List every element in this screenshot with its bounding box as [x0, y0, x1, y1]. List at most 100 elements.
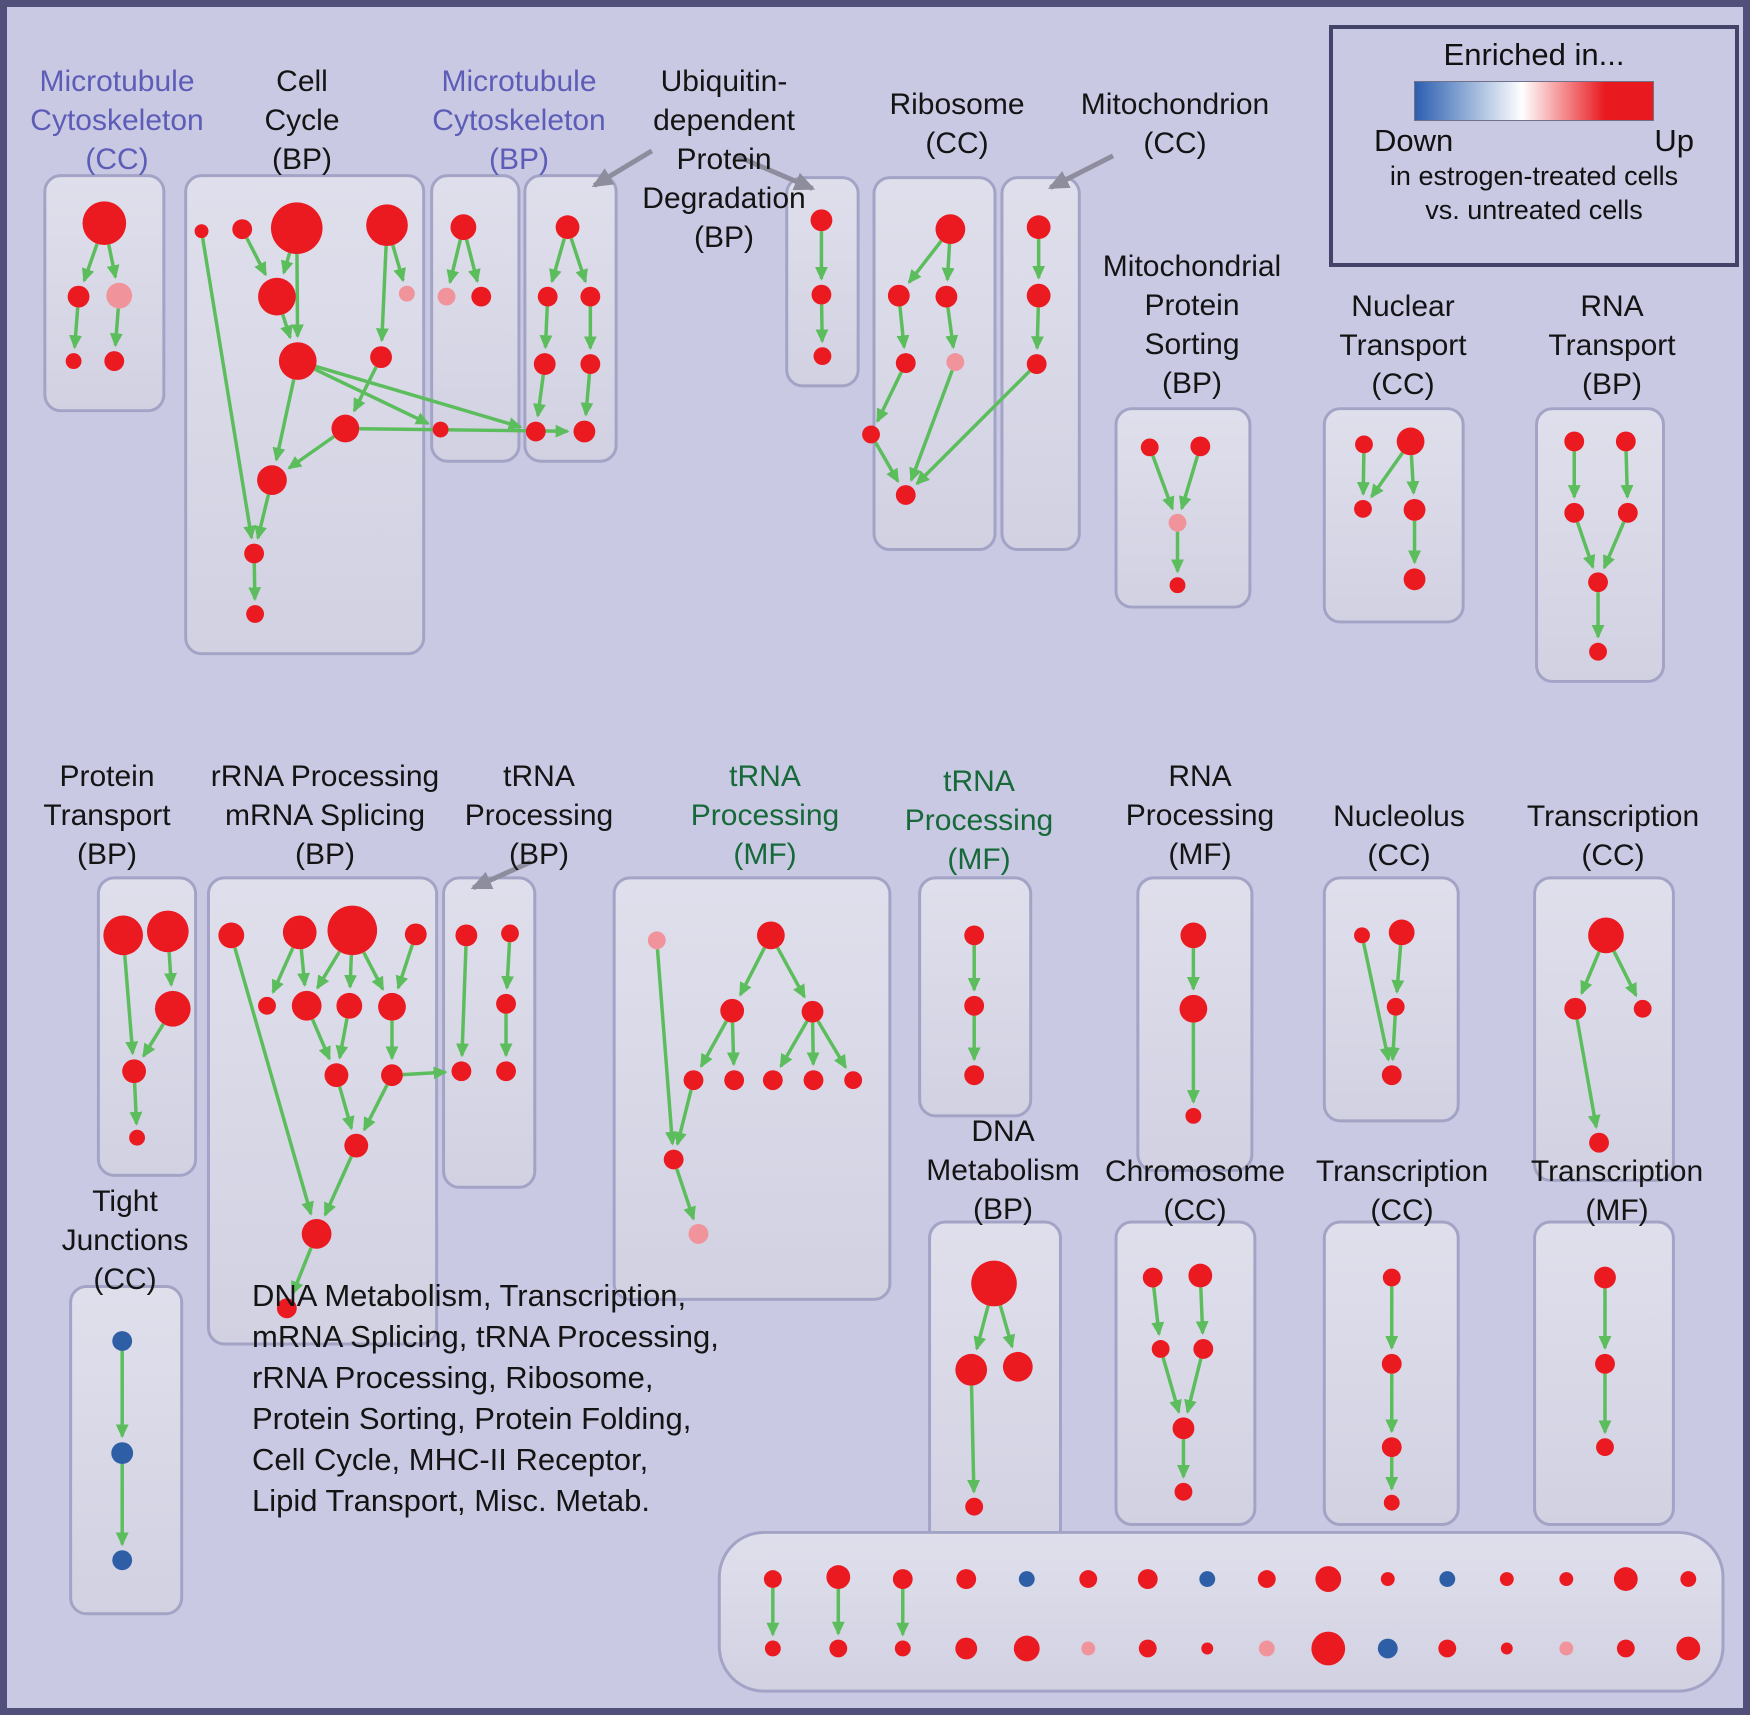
go-term-node-c3	[471, 286, 492, 307]
edge-j3-j5	[1575, 521, 1596, 570]
go-term-node-x5	[892, 1569, 913, 1589]
go-term-node-b7	[278, 342, 317, 380]
go-term-node-j4	[1617, 502, 1638, 523]
go-term-node-x27	[1559, 1572, 1574, 1587]
edge-k1-k4	[123, 954, 139, 1056]
edge-r2-r4	[1575, 1019, 1601, 1129]
go-term-node-q1	[1354, 927, 1370, 944]
edge-d1-d2	[549, 238, 566, 284]
go-term-node-v1	[1382, 1268, 1401, 1287]
go-term-node-b9	[331, 414, 360, 443]
edge-d5-d7	[580, 373, 594, 417]
go-term-node-i2	[1396, 427, 1425, 456]
go-term-node-o3	[964, 1065, 985, 1086]
label-ubiquitin-degradation-bp: Ubiquitin- dependent Protein Degradation…	[642, 65, 806, 254]
go-term-node-b1	[194, 224, 209, 239]
edge-n4-n8	[806, 1022, 820, 1067]
go-term-node-b10	[257, 465, 287, 495]
label-transcription-cc-top: Transcription (CC)	[1526, 800, 1700, 872]
edge-b8-b9	[352, 366, 378, 413]
go-term-node-t2	[955, 1353, 988, 1386]
label-trna-processing-bp: tRNA Processing (BP)	[464, 760, 614, 871]
go-term-node-x11	[1079, 1570, 1098, 1588]
go-term-node-l11	[344, 1133, 369, 1158]
edge-n2-n3	[738, 946, 767, 997]
legend-title: Enriched in...	[1443, 37, 1625, 72]
edge-j2-j4	[1620, 451, 1634, 499]
legend-gradient-bar	[1414, 81, 1654, 121]
go-term-node-n8	[803, 1070, 824, 1091]
go-term-node-l9	[324, 1063, 349, 1088]
edge-i2-i4	[1406, 455, 1420, 496]
edge-h1-h3	[1151, 455, 1175, 511]
edge-l1-l12	[233, 947, 314, 1216]
go-term-node-b3	[270, 202, 323, 254]
edge-k4-k5	[129, 1083, 143, 1126]
edge-i2-i3	[1370, 451, 1405, 499]
go-term-node-f7	[895, 485, 916, 505]
go-term-node-v4	[1383, 1494, 1400, 1511]
go-term-node-c4	[432, 421, 449, 438]
go-term-node-l12	[301, 1219, 332, 1249]
label-pointer-arrow-2	[735, 153, 816, 191]
go-term-node-s3	[112, 1550, 133, 1571]
edge-q3-q4	[1386, 1015, 1400, 1062]
go-term-node-v2	[1381, 1353, 1402, 1374]
go-term-node-h3	[1168, 513, 1187, 532]
go-term-node-m1	[455, 924, 478, 947]
edge-f6-f7	[873, 441, 900, 483]
edge-l3-l6	[315, 950, 341, 990]
label-nucleolus-cc: Nucleolus (CC)	[1333, 800, 1465, 872]
go-term-node-x25	[1499, 1572, 1514, 1587]
label-pointer-arrow-4	[470, 859, 532, 891]
go-term-node-n1	[647, 931, 666, 950]
go-term-node-d5	[580, 354, 601, 374]
edge-a3-a5	[109, 308, 123, 348]
cluster-box-transcription-cc-top	[1533, 876, 1675, 1182]
go-term-node-r3	[1633, 999, 1652, 1018]
go-term-node-x31	[1680, 1571, 1697, 1587]
go-term-node-x30	[1616, 1639, 1635, 1658]
go-term-node-b5	[258, 277, 296, 316]
go-term-node-x3	[826, 1565, 851, 1589]
go-term-node-a3	[106, 282, 133, 309]
go-term-node-r4	[1589, 1132, 1609, 1153]
edge-l7-l9	[335, 1018, 349, 1060]
go-term-node-d6	[525, 421, 546, 442]
go-term-node-d3	[580, 286, 601, 307]
go-term-node-k2	[146, 910, 189, 953]
go-term-node-r1	[1588, 917, 1624, 954]
edges-layer	[69, 231, 1638, 1637]
go-term-node-i5	[1403, 568, 1426, 591]
edge-b1-b11	[200, 237, 257, 540]
edge-n3-n5	[699, 1020, 728, 1069]
go-term-node-m2	[501, 924, 519, 943]
go-term-node-p3	[1185, 1107, 1202, 1124]
label-ribosome-cc: Ribosome (CC)	[889, 88, 1025, 160]
go-term-node-t4	[965, 1497, 984, 1516]
go-term-node-n3	[720, 998, 745, 1023]
edge-f1-f3	[941, 243, 955, 282]
go-term-node-k3	[154, 990, 191, 1027]
label-dna-metabolism-bp: DNA Metabolism (BP)	[926, 1115, 1080, 1226]
go-term-node-b12	[246, 605, 265, 623]
go-term-node-u1	[1142, 1267, 1163, 1288]
edge-f4-f6	[875, 371, 903, 423]
edge-l6-l9	[310, 1018, 331, 1061]
label-microtubule-cytoskeleton-cc: Microtubule Cytoskeleton (CC)	[30, 65, 204, 176]
label-pointer-arrow-3	[1047, 153, 1115, 190]
go-term-node-e3	[813, 347, 832, 366]
edge-l2-l5	[271, 947, 295, 995]
edge-r1-r2	[1580, 951, 1601, 996]
go-term-node-x20	[1311, 1631, 1346, 1666]
edge-i1-i3	[1356, 453, 1370, 496]
cluster-box-ribosome-cc	[872, 176, 997, 552]
go-term-node-m3	[496, 993, 516, 1014]
go-term-node-x17	[1257, 1570, 1276, 1588]
go-term-node-x2	[764, 1640, 781, 1657]
go-term-node-q4	[1381, 1065, 1402, 1086]
go-term-node-f1	[935, 214, 966, 245]
go-term-node-x13	[1137, 1569, 1158, 1589]
label-chromosome-cc: Chromosome (CC)	[1104, 1155, 1286, 1227]
